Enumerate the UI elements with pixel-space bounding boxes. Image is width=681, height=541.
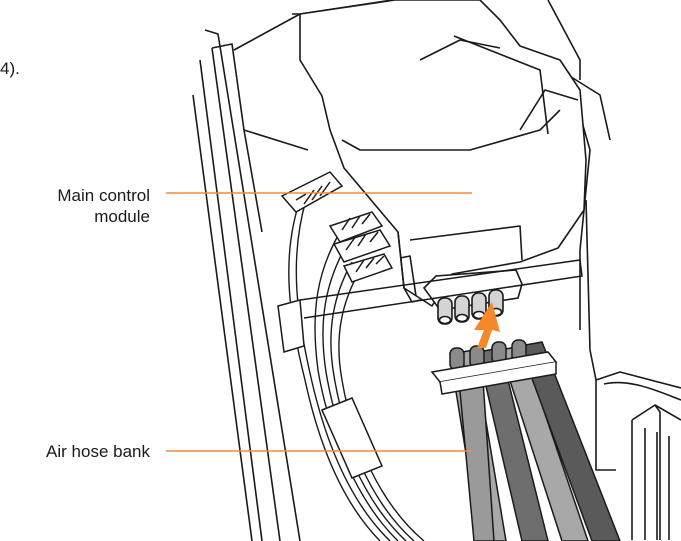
module-top-ridge (419, 39, 501, 61)
housing-base (595, 380, 616, 471)
connector-middle-ribs (345, 231, 379, 251)
frame-rail-inner (211, 47, 281, 541)
housing-curve (603, 381, 681, 401)
insert-direction-arrow (474, 302, 500, 348)
main-control-module-label: Main control module (57, 185, 150, 227)
connector-upper (328, 211, 384, 243)
connector-top-ribs (295, 181, 331, 205)
port-hole-2 (455, 313, 469, 323)
wire-1 (288, 199, 381, 541)
housing-corner (559, 69, 611, 141)
callout-leaders (166, 192, 472, 452)
main-control-module-label-line1: Main control (57, 186, 150, 205)
frame-rail-edge (192, 94, 253, 541)
connector-lower (342, 253, 394, 283)
wiring-harness (288, 199, 425, 541)
housing-vent-fold (654, 404, 661, 540)
hose-manifold-side (439, 362, 557, 395)
housing-ledge (585, 199, 681, 389)
housing-top-edge (547, 0, 581, 80)
air-hose-bank-label: Air hose bank (46, 442, 150, 461)
connector-upper-ribs (341, 213, 371, 231)
strap-band (277, 299, 305, 353)
hose-4 (518, 341, 621, 541)
module-latch (399, 255, 417, 297)
module-port-frame (409, 225, 523, 261)
wire-5 (330, 261, 415, 541)
frame-rail-back (204, 29, 301, 541)
main-control-module (299, 0, 587, 307)
frame-top-corner (211, 43, 309, 151)
module-housing (299, 0, 587, 307)
frame-rail-outer (199, 59, 263, 541)
main-control-module-label-line2: module (94, 207, 150, 226)
module-bracket (453, 35, 549, 135)
strap-tail (299, 259, 583, 319)
wire-4 (322, 245, 407, 541)
wire-sleeve (321, 397, 383, 479)
air-hose-bank (430, 339, 621, 541)
cropped-text-fragment: 4). (0, 59, 20, 78)
connector-lower-ribs (355, 255, 385, 273)
port-hole-1 (438, 315, 452, 325)
wire-6 (338, 269, 425, 541)
wire-3 (314, 231, 399, 541)
housing-vent-slats (644, 428, 670, 540)
cable-strap (277, 259, 583, 479)
connector-upper-body (328, 211, 384, 243)
frame-inner-lip (243, 129, 263, 233)
wire-connectors (280, 171, 394, 283)
connector-top (280, 171, 344, 213)
module-side-ridge (519, 89, 579, 131)
connector-middle (332, 229, 392, 263)
frame-top-edge (233, 13, 301, 51)
wire-2 (295, 199, 391, 541)
